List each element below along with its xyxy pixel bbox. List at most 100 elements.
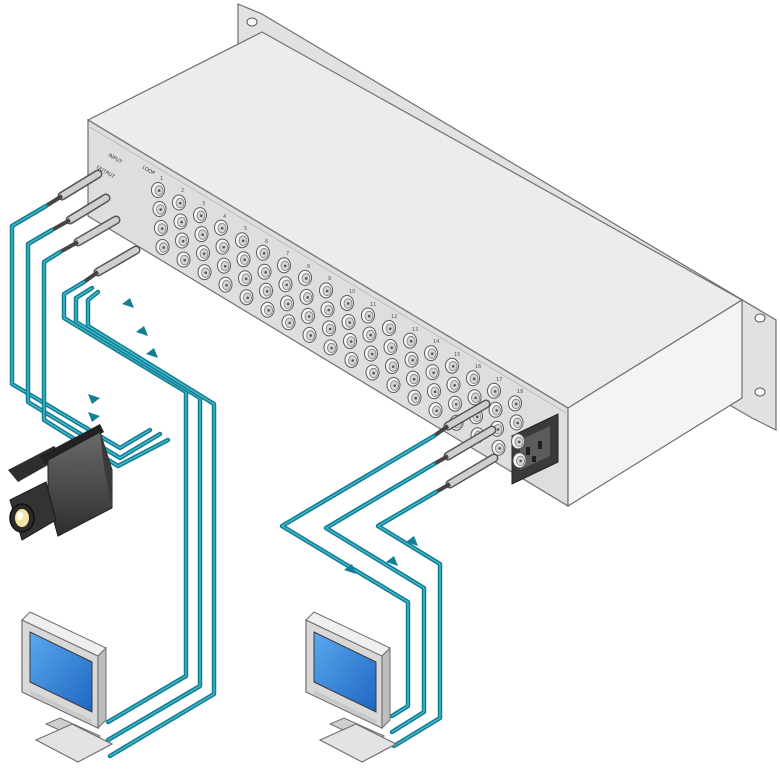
bnc-connector[interactable] (193, 207, 207, 224)
bnc-connector[interactable] (280, 295, 294, 312)
column-number: 14 (433, 339, 439, 345)
bnc-connector[interactable] (259, 282, 273, 299)
bnc-connector[interactable] (319, 282, 333, 299)
bnc-connector[interactable] (509, 414, 524, 431)
bnc-connector[interactable] (488, 401, 503, 418)
bnc-connector[interactable] (260, 301, 275, 318)
distribution-amplifier-chassis: INPUT OUTPUT LOOP 1 2 3 4 5 6 7 8 9 10 1… (44, 3, 777, 508)
output-plugs (432, 399, 499, 494)
bnc-connector[interactable] (428, 402, 443, 419)
bnc-connector[interactable] (176, 251, 191, 268)
bnc-connector[interactable] (508, 395, 522, 412)
bnc-connector[interactable] (257, 263, 272, 280)
bnc-connector[interactable] (491, 439, 506, 456)
bnc-connector[interactable] (238, 270, 252, 287)
bnc-plug (435, 453, 499, 494)
column-number: 10 (349, 289, 355, 295)
bnc-connector[interactable] (341, 313, 356, 330)
column-number: 12 (391, 314, 397, 320)
bnc-connector[interactable] (278, 276, 293, 293)
bnc-connector[interactable] (467, 389, 482, 406)
bnc-connector[interactable] (217, 257, 231, 274)
bnc-connector[interactable] (487, 382, 501, 399)
bnc-connector[interactable] (364, 345, 378, 362)
bnc-connector[interactable] (361, 307, 375, 324)
column-number: 11 (370, 302, 376, 308)
arrow-icon (88, 394, 100, 404)
monitor-screen (313, 631, 377, 713)
arrow-icon (122, 298, 134, 308)
bnc-connector[interactable] (236, 251, 251, 268)
video-camera-icon (8, 424, 113, 541)
bnc-connector[interactable] (175, 232, 189, 249)
bnc-connector[interactable] (196, 245, 210, 262)
column-number: 13 (412, 327, 418, 333)
bnc-connector[interactable] (427, 383, 441, 400)
arrow-icon (146, 348, 158, 358)
bnc-connector[interactable] (172, 194, 186, 211)
bnc-connector[interactable] (155, 239, 170, 255)
bnc-connector[interactable] (299, 288, 314, 305)
bnc-connector[interactable] (154, 220, 168, 236)
bnc-connector[interactable] (365, 364, 380, 381)
column-number: 8 (307, 264, 310, 270)
monitor-left (21, 611, 114, 763)
monitor-icon (305, 611, 398, 763)
arrow-icon (386, 556, 398, 566)
bnc-connector[interactable] (404, 351, 419, 368)
bnc-connector[interactable] (343, 332, 357, 349)
bnc-connector[interactable] (281, 314, 296, 331)
bnc-connector[interactable] (322, 320, 336, 337)
output-cable-left-monitor (61, 279, 217, 759)
bnc-connector[interactable] (239, 289, 254, 306)
bnc-connector[interactable] (383, 339, 398, 356)
bnc-connector[interactable] (194, 226, 209, 243)
column-numbers: 1 2 3 4 5 6 7 8 9 10 11 12 13 14 15 16 1… (160, 176, 523, 395)
panel-edge (87, 125, 569, 415)
bnc-connector[interactable] (425, 364, 440, 381)
bnc-connector[interactable] (256, 244, 270, 261)
arrow-icon (88, 412, 100, 422)
column-number: 16 (475, 364, 481, 370)
bnc-connector[interactable] (344, 351, 359, 368)
bnc-connector[interactable] (424, 345, 438, 362)
column-number: 17 (496, 377, 502, 383)
bnc-connector[interactable] (218, 276, 233, 293)
bnc-connector[interactable] (215, 238, 230, 255)
bnc-plug (82, 245, 141, 284)
bnc-connector[interactable] (235, 232, 249, 249)
rack-ear-hole (754, 313, 766, 323)
bnc-connector[interactable] (382, 320, 396, 337)
bnc-connector[interactable] (446, 376, 461, 393)
bnc-connector[interactable] (214, 219, 228, 236)
bnc-connector[interactable] (323, 339, 338, 356)
input-plugs (44, 169, 141, 284)
bnc-connector[interactable] (445, 357, 459, 374)
bnc-connector[interactable] (386, 377, 401, 394)
bnc-connector[interactable] (512, 452, 527, 469)
input-cable-camera (9, 203, 171, 469)
bnc-connector[interactable] (298, 269, 312, 286)
bnc-connector[interactable] (277, 257, 291, 274)
bnc-connector[interactable] (385, 358, 399, 375)
bnc-connector[interactable] (511, 433, 525, 450)
bnc-plug (432, 399, 491, 438)
bnc-connector[interactable] (406, 370, 420, 387)
column-number: 1 (160, 176, 163, 182)
bnc-connector[interactable] (197, 264, 212, 281)
bnc-connector[interactable] (407, 389, 422, 406)
bnc-connector[interactable] (320, 301, 335, 318)
column-number: 9 (328, 276, 331, 282)
bnc-connector[interactable] (340, 294, 354, 311)
bnc-plug (44, 169, 103, 208)
bnc-connector[interactable] (466, 370, 480, 387)
bnc-connector[interactable] (448, 395, 462, 412)
bnc-connector[interactable] (302, 326, 317, 343)
bnc-connector[interactable] (151, 182, 165, 198)
bnc-connector[interactable] (301, 307, 315, 324)
bnc-connector[interactable] (362, 326, 377, 343)
rack-ear-hole (246, 17, 258, 27)
bnc-connector[interactable] (152, 201, 167, 217)
bnc-connector[interactable] (173, 213, 188, 230)
bnc-connector[interactable] (403, 332, 417, 349)
